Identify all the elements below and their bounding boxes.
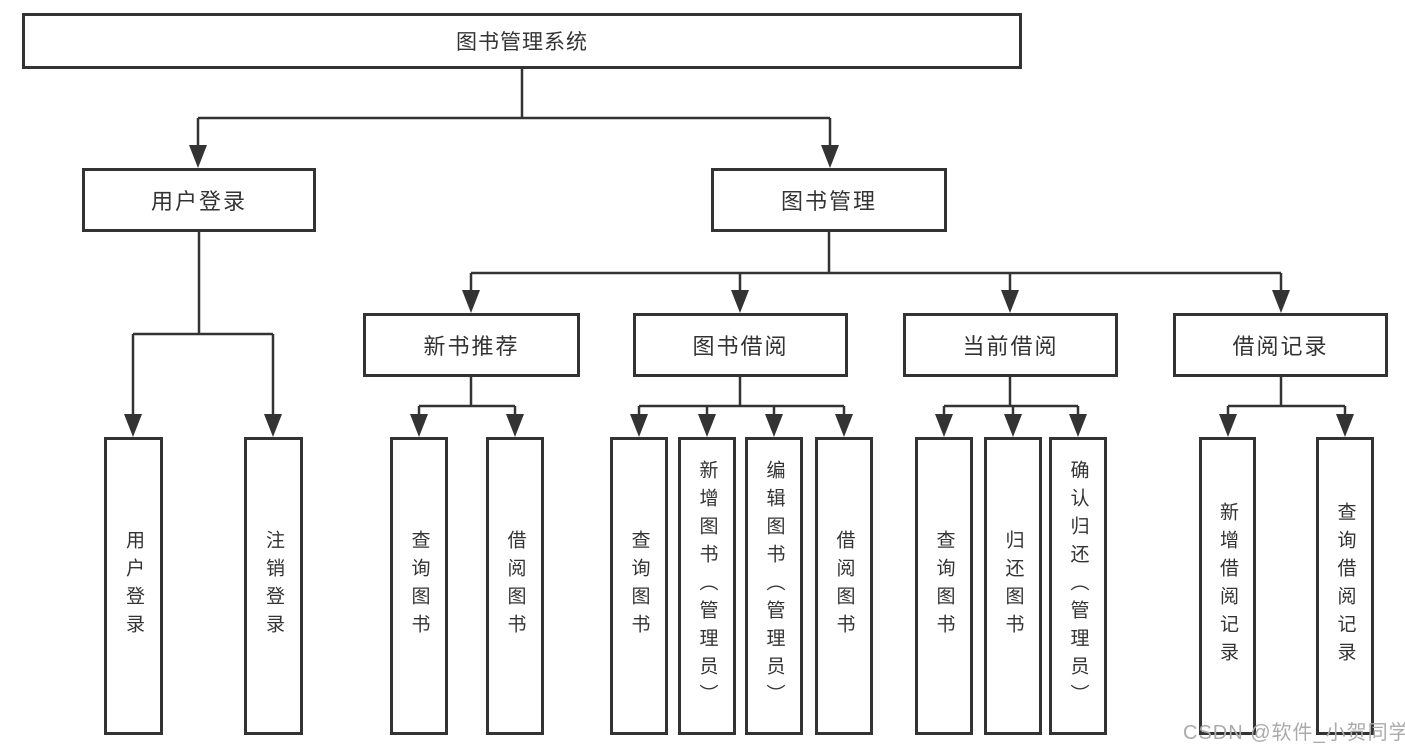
leaf-query-book-current: 查询图书 (915, 437, 973, 735)
node-current-borrow: 当前借阅 (903, 313, 1118, 377)
leaf-add-book-admin: 新增图书（管理员） (678, 437, 736, 735)
leaf-user-login: 用户登录 (104, 437, 163, 735)
csdn-watermark: CSDN @软件_小贺同学 (1183, 722, 1405, 744)
leaf-query-borrow-record: 查询借阅记录 (1316, 437, 1374, 735)
node-borrow-record: 借阅记录 (1173, 313, 1388, 377)
node-library-system: 图书管理系统 (22, 13, 1022, 69)
leaf-add-borrow-record: 新增借阅记录 (1199, 437, 1256, 735)
arrowheads (124, 145, 1354, 437)
leaf-borrow-book: 借阅图书 (815, 437, 873, 735)
leaf-edit-book-admin: 编辑图书（管理员） (745, 437, 803, 735)
node-new-book-recommend: 新书推荐 (363, 313, 580, 377)
leaf-return-book: 归还图书 (984, 437, 1042, 735)
leaf-confirm-return-admin: 确认归还（管理员） (1049, 437, 1107, 735)
node-book-borrow: 图书借阅 (633, 313, 848, 377)
leaf-query-book-borrow: 查询图书 (610, 437, 668, 735)
leaf-query-book-recommend: 查询图书 (390, 437, 448, 735)
node-book-management: 图书管理 (711, 168, 947, 232)
node-user-login: 用户登录 (82, 168, 316, 232)
tree-edges (131, 69, 1347, 415)
leaf-borrow-book-recommend: 借阅图书 (486, 437, 544, 735)
leaf-logout: 注销登录 (244, 437, 303, 735)
